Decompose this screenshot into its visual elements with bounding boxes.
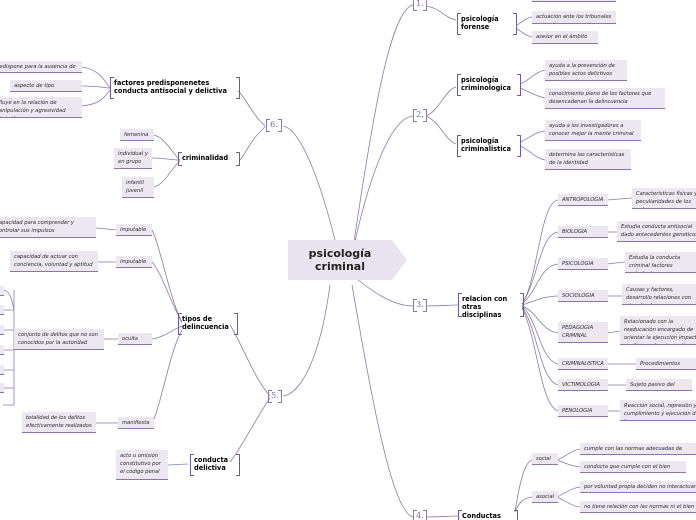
discipline-criminalistica-desc[interactable]: Procedimientos aplicados: [636, 358, 696, 370]
discipline-pedagogia-desc[interactable]: Relacionado con la reeducación encargado…: [620, 316, 696, 345]
conducta-group-asocial[interactable]: asocial: [532, 491, 558, 503]
leaf-tribunales[interactable]: actuación ante los tribunales: [532, 11, 616, 24]
leaf-stub-3: [0, 325, 4, 335]
leaf-individual-grupo[interactable]: individual y en grupo: [114, 148, 152, 169]
discipline-antropologia-desc[interactable]: Caracteristicas físicas y peculiaridades…: [632, 188, 696, 209]
leaf-infantil-juvenil[interactable]: infantil juvenil: [122, 177, 154, 198]
leaf-prevencion[interactable]: ayuda a la prevención de posibles actos …: [545, 60, 627, 81]
leaf-manipulacion[interactable]: influye en la relación de manipulación y…: [0, 97, 82, 118]
topic-relacion-disciplinas[interactable]: relacion con otras disciplinas: [458, 293, 524, 319]
branch-number-4[interactable]: 4.: [413, 510, 427, 520]
leaf-identidad[interactable]: determina las características de la iden…: [545, 149, 631, 170]
leaf-conocimiento-factores[interactable]: conocimiento pleno de los factores que d…: [545, 88, 665, 109]
leaf-acto-omision[interactable]: acto u omisión constitutivo por el códig…: [116, 450, 168, 480]
topic-conducta-delictiva[interactable]: conducta delictiva: [190, 454, 240, 476]
topic-conductas[interactable]: Conductas: [458, 510, 518, 520]
discipline-penologia-desc[interactable]: Reacción social, represión y cumplimient…: [620, 400, 696, 421]
tipo-imputable-2-desc[interactable]: capacidad de actuar con conciencia, volu…: [10, 251, 98, 272]
leaf-top-cut: [532, 0, 616, 2]
leaf-investigadores[interactable]: ayuda a los investigadores a conocer mej…: [545, 120, 641, 141]
branch-number-2[interactable]: 2.: [413, 109, 427, 122]
leaf-femenina[interactable]: femenina: [120, 129, 154, 141]
leaf-social-bien-comun[interactable]: conducta que cumple con el bien comun: [580, 461, 686, 473]
topic-tipos-delincuencia[interactable]: tipos de delincuencia: [178, 313, 238, 335]
topic-psicologia-criminalistica[interactable]: psicología criminalistica: [457, 135, 521, 157]
root-title: psicología criminal: [308, 247, 372, 273]
branch-number-6[interactable]: 6.: [266, 119, 282, 132]
branch-number-5[interactable]: 5.: [268, 390, 282, 403]
root-node[interactable]: psicología criminal: [288, 240, 408, 280]
tipo-manifiesta[interactable]: manifiesta: [118, 417, 154, 429]
tipo-imputable-1[interactable]: imputable: [116, 224, 152, 236]
tipo-oculta[interactable]: oculta: [118, 333, 152, 345]
leaf-asocial-normas[interactable]: no tiene relación con las normas ni el b…: [580, 501, 696, 513]
tipo-imputable-1-desc[interactable]: capacidad para comprender y controlar su…: [0, 217, 96, 238]
discipline-victimologia[interactable]: VICTIMOLOGIA: [558, 379, 608, 391]
leaf-stub-5: [0, 365, 4, 375]
discipline-criminalistica[interactable]: CRIMINALISTICA: [558, 358, 608, 370]
tipo-imputable-2[interactable]: imputable: [116, 256, 152, 268]
leaf-emocional[interactable]: aspecto de tipo emocional: [10, 80, 82, 92]
leaf-predispone[interactable]: predispone para la ausencia de conducta: [0, 61, 82, 73]
discipline-psicologia-desc[interactable]: Estudia la conducta criminal factores ps…: [625, 252, 696, 273]
discipline-penologia[interactable]: PENOLOGIA: [558, 405, 608, 417]
tipo-oculta-desc[interactable]: conjunto de delitos que no son conocidos…: [14, 329, 104, 350]
leaf-stub-2: [0, 305, 4, 315]
discipline-pedagogia[interactable]: PEDAGOGIA CRIMINAL: [558, 322, 608, 343]
branch-number-1[interactable]: 1.: [413, 0, 427, 11]
leaf-social-normas[interactable]: cumple con las normas adecuadas de convi…: [580, 443, 696, 455]
discipline-psicologia[interactable]: PSICOLOGIA: [558, 258, 608, 270]
topic-factores-predisponentes[interactable]: factores predisponenetes conducta antiso…: [110, 77, 240, 99]
discipline-sociologia[interactable]: SOCIOLOGIA: [558, 290, 608, 302]
leaf-stub-1: [0, 286, 4, 296]
discipline-antropologia[interactable]: ANTROPOLOGIA: [558, 194, 608, 206]
discipline-biologia-desc[interactable]: Estudia conducta antisocial dado anteced…: [617, 221, 696, 242]
discipline-sociologia-desc[interactable]: Causas y factores, desarrollo relaciones…: [622, 284, 696, 305]
root-shape: [288, 240, 407, 280]
tipo-manifiesta-desc[interactable]: totalidad de los delitos efectivamente r…: [22, 412, 96, 433]
leaf-stub-6: [0, 383, 4, 393]
branch-number-3[interactable]: 3.: [413, 299, 427, 312]
topic-psicologia-forense[interactable]: psicología forense: [457, 13, 517, 35]
conducta-group-social[interactable]: social: [532, 453, 558, 465]
leaf-asocial-voluntad[interactable]: por voluntad propia deciden no interactu…: [580, 481, 696, 493]
discipline-biologia[interactable]: BIOLOGIA: [558, 226, 608, 238]
topic-psicologia-criminologica[interactable]: psicología criminologica: [457, 74, 521, 96]
topic-criminalidad[interactable]: criminalidad: [178, 152, 240, 166]
leaf-stub-4: [0, 345, 4, 355]
discipline-victimologia-desc[interactable]: Sujeto pasivo del delito: [626, 379, 692, 391]
leaf-asesor[interactable]: asesor en el ámbito: [532, 31, 598, 44]
